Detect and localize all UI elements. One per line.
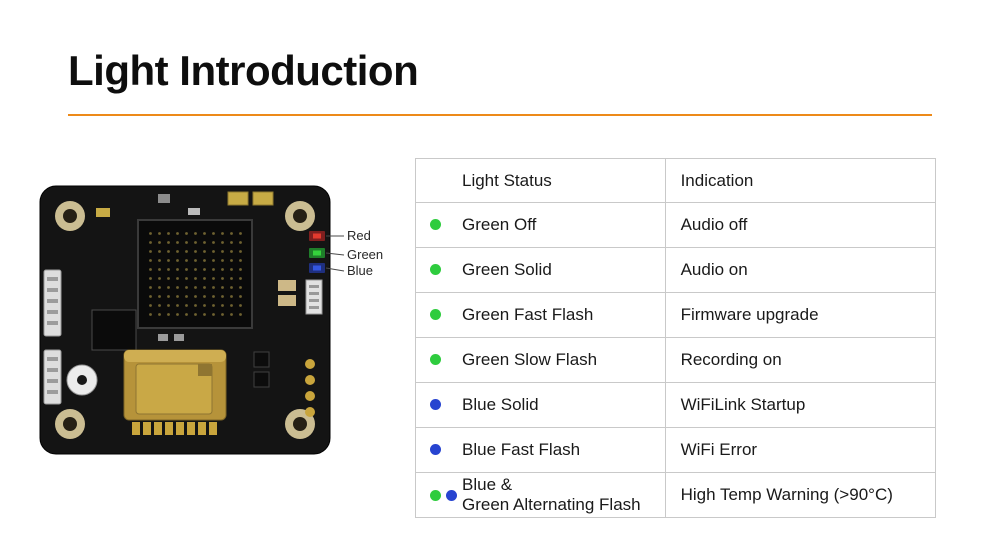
- indication-text: Audio off: [664, 202, 937, 248]
- status-dots: [430, 309, 462, 321]
- indication-text: Audio on: [664, 247, 937, 293]
- status-text: Blue & Green Alternating Flash: [462, 475, 641, 514]
- status-text: Blue Fast Flash: [462, 440, 581, 460]
- left-connector-bottom: [43, 349, 62, 405]
- table-row: Green Slow Flash Recording on: [415, 337, 937, 383]
- main-chip: [137, 219, 253, 329]
- mounting-holes: [55, 201, 315, 439]
- blue-dot: [446, 489, 457, 501]
- indication-text: Firmware upgrade: [664, 292, 937, 338]
- green-dot: [430, 489, 441, 501]
- status-dots: [430, 489, 462, 501]
- pcb-image: Red Green Blue: [39, 185, 383, 455]
- pcb-figure: Red Green Blue: [38, 184, 418, 464]
- red-led: [309, 231, 325, 241]
- green-dot: [430, 354, 441, 366]
- status-dots: [430, 219, 462, 231]
- table-row: Green Solid Audio on: [415, 247, 937, 293]
- led-label-green: Green: [347, 247, 383, 262]
- status-dots: [430, 354, 462, 366]
- passive-components: [96, 191, 315, 417]
- status-text: Green Fast Flash: [462, 305, 594, 325]
- status-cell: Green Solid: [415, 247, 666, 293]
- status-cell: Blue Fast Flash: [415, 427, 666, 473]
- led-label-blue: Blue: [347, 263, 373, 278]
- page-title: Light Introduction: [68, 47, 419, 94]
- secondary-chip: [91, 309, 137, 351]
- led-table-body: Green Off Audio off Green Solid Audio on…: [415, 202, 937, 518]
- left-connector-top: [43, 269, 62, 337]
- status-dots: [430, 264, 462, 276]
- led-status-table: Light Status Indication Green Off Audio …: [415, 158, 937, 518]
- table-row: Blue Solid WiFiLink Startup: [415, 382, 937, 428]
- blue-dot: [430, 444, 441, 456]
- sd-card-slot: [123, 349, 227, 435]
- led-leader-lines: [325, 235, 345, 272]
- status-cell: Green Slow Flash: [415, 337, 666, 383]
- indication-text: Recording on: [664, 337, 937, 383]
- blue-dot: [430, 399, 441, 411]
- blue-led: [309, 263, 325, 273]
- col-header-indication: Indication: [664, 158, 937, 203]
- table-header-row: Light Status Indication: [415, 158, 937, 203]
- green-dot: [430, 309, 441, 321]
- status-dots: [430, 399, 462, 411]
- status-cell: Blue Solid: [415, 382, 666, 428]
- green-led: [309, 248, 325, 258]
- right-connector: [305, 279, 323, 315]
- indication-text: WiFiLink Startup: [664, 382, 937, 428]
- status-text: Green Solid: [462, 260, 552, 280]
- title-underline: [68, 114, 932, 116]
- table-row: Green Off Audio off: [415, 202, 937, 248]
- indication-text: High Temp Warning (>90°C): [664, 472, 937, 518]
- green-dot: [430, 264, 441, 276]
- status-text: Green Slow Flash: [462, 350, 598, 370]
- indication-text: WiFi Error: [664, 427, 937, 473]
- status-text: Blue Solid: [462, 395, 539, 415]
- table-row: Green Fast Flash Firmware upgrade: [415, 292, 937, 338]
- col-header-light-status: Light Status: [415, 158, 666, 203]
- led-label-red: Red: [347, 228, 371, 243]
- microphone: [66, 364, 98, 396]
- status-cell: Green Fast Flash: [415, 292, 666, 338]
- green-dot: [430, 219, 441, 231]
- table-row: Blue & Green Alternating Flash High Temp…: [415, 472, 937, 518]
- status-cell: Green Off: [415, 202, 666, 248]
- status-dots: [430, 444, 462, 456]
- status-cell: Blue & Green Alternating Flash: [415, 472, 666, 518]
- status-text: Green Off: [462, 215, 537, 235]
- table-row: Blue Fast Flash WiFi Error: [415, 427, 937, 473]
